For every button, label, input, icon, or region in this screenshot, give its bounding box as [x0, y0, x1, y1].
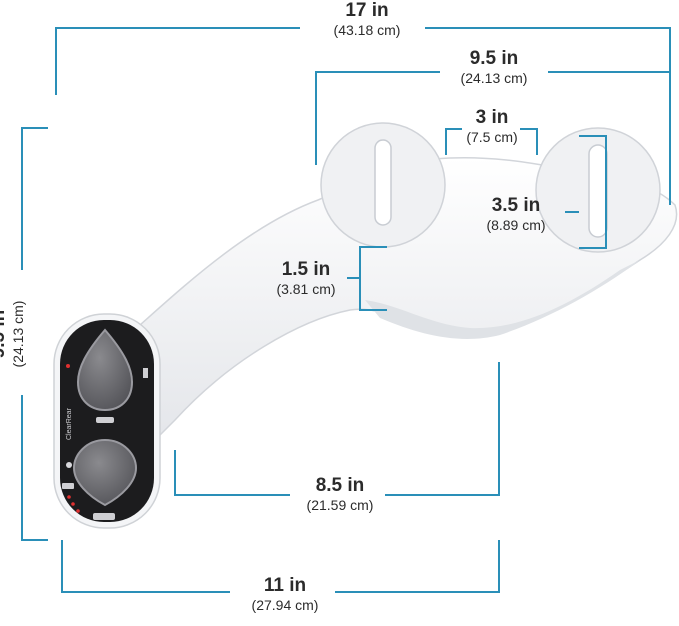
label-3-5in-metric: (8.89 cm): [486, 217, 546, 233]
bracket-3in: [445, 128, 462, 155]
bracket-9-5in-left: [21, 127, 48, 270]
label-11in-metric: (27.94 cm): [251, 597, 319, 613]
bracket-9-5in-top: [315, 71, 440, 165]
label-1-5in-metric: (3.81 cm): [276, 281, 336, 297]
mounting-plate-left: [320, 122, 446, 248]
label-3in-metric: (7.5 cm): [466, 129, 518, 145]
bracket-17in: [55, 27, 300, 95]
label-9-5in-left: 9.5 in (24.13 cm): [0, 284, 33, 384]
label-9-5in-top: 9.5 in (24.13 cm): [440, 49, 548, 85]
bracket-8-5in: [174, 450, 290, 496]
label-3in-value: 3 in: [475, 107, 509, 128]
pressure-knob: [76, 328, 134, 412]
label-8-5in-metric: (21.59 cm): [306, 497, 374, 513]
label-9-5in-left-value: 9.5 in: [0, 309, 9, 359]
label-3in: 3 in (7.5 cm): [448, 108, 536, 144]
label-17in-metric: (43.18 cm): [333, 22, 401, 38]
bracket-11in: [61, 540, 230, 593]
label-3-5in: 3.5 in (8.89 cm): [470, 196, 562, 232]
label-9-5in-left-metric: (24.13 cm): [10, 300, 26, 368]
brand-label: ClearRear: [66, 407, 73, 440]
control-panel: ClearRear: [53, 313, 161, 529]
label-9-5in-top-metric: (24.13 cm): [460, 70, 528, 86]
label-17in: 17 in (43.18 cm): [312, 1, 422, 37]
label-1-5in-value: 1.5 in: [281, 259, 331, 280]
label-17in-value: 17 in: [345, 0, 389, 21]
label-3-5in-value: 3.5 in: [491, 195, 541, 216]
label-11in: 11 in (27.94 cm): [230, 576, 340, 612]
dimension-lines: [21, 27, 671, 593]
label-8-5in: 8.5 in (21.59 cm): [285, 476, 395, 512]
mounting-plate-right: [535, 127, 661, 253]
label-8-5in-value: 8.5 in: [315, 475, 365, 496]
label-11in-value: 11 in: [263, 575, 307, 596]
bracket-3-5in: [579, 135, 607, 249]
function-knob: [72, 438, 138, 507]
label-9-5in-top-value: 9.5 in: [469, 48, 519, 69]
label-1-5in: 1.5 in (3.81 cm): [262, 260, 350, 296]
